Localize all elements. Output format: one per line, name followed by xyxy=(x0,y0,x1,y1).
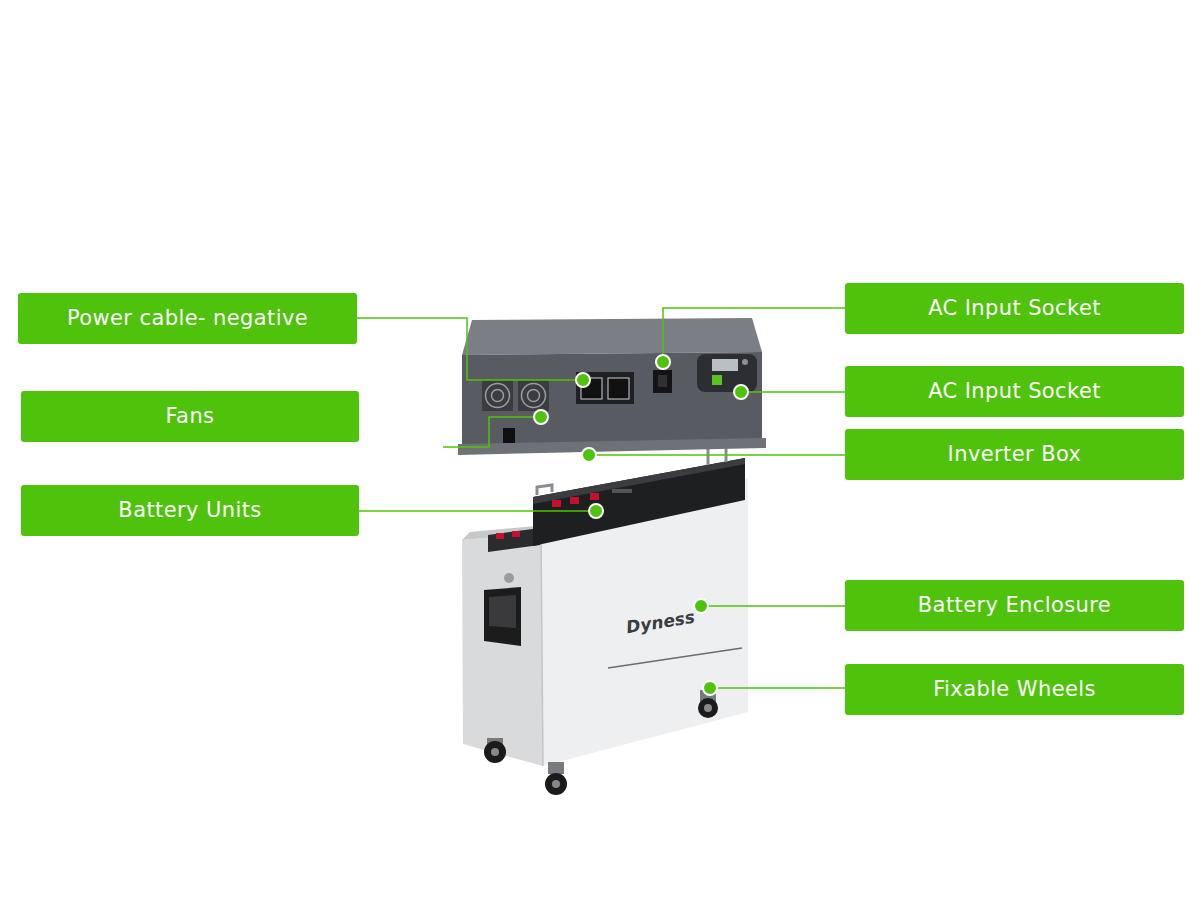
power-switch xyxy=(503,428,515,443)
leader-line xyxy=(357,318,583,380)
callout-box: Battery Enclosure xyxy=(845,580,1184,631)
leader-line xyxy=(589,454,845,456)
enclosure-handle xyxy=(484,587,521,646)
wheel xyxy=(698,698,718,718)
wheel-hub xyxy=(491,748,499,756)
socket-hole xyxy=(658,375,667,387)
leader-line xyxy=(710,687,845,689)
battery-terminal xyxy=(552,500,561,507)
leader-dot xyxy=(589,504,603,518)
battery-tray-top xyxy=(533,458,745,504)
inverter-box xyxy=(458,318,766,455)
leader-line xyxy=(359,510,596,512)
ac-socket xyxy=(608,378,629,399)
leader-line xyxy=(741,391,845,393)
display-panel xyxy=(697,354,757,392)
display-digits xyxy=(712,359,738,371)
leader-dot xyxy=(534,410,548,424)
ac-input-socket xyxy=(653,370,672,393)
callout-label: AC Input Socket xyxy=(928,379,1101,404)
fan-ring xyxy=(492,390,504,402)
fan-ring xyxy=(486,384,510,408)
leader-lines xyxy=(357,308,845,688)
inverter-front xyxy=(462,352,762,446)
callout-box: AC Input Socket xyxy=(845,283,1184,334)
leader-dot xyxy=(703,681,717,695)
enclosure-side xyxy=(462,533,543,766)
leader-line xyxy=(701,605,845,607)
callout-box: Battery Units xyxy=(21,485,359,536)
display-icon xyxy=(712,375,722,385)
inverter-top xyxy=(462,318,762,355)
callout-label: Fans xyxy=(166,404,215,429)
callout-label: AC Input Socket xyxy=(928,296,1101,321)
handle-recess xyxy=(489,595,516,628)
callout-box: Fans xyxy=(21,391,359,442)
enclosure-edge xyxy=(541,533,543,766)
wheel xyxy=(484,741,506,763)
wheel-hub xyxy=(552,780,560,788)
leader-dot xyxy=(582,448,596,462)
callout-label: Fixable Wheels xyxy=(933,677,1096,702)
display-button xyxy=(742,359,748,365)
callout-label: Battery Units xyxy=(118,498,261,523)
callout-label: Battery Enclosure xyxy=(918,593,1111,618)
leader-dot xyxy=(656,355,670,369)
fan-grill xyxy=(518,380,549,411)
callout-box: Inverter Box xyxy=(845,429,1184,480)
fan-ring xyxy=(528,390,540,402)
battery-tray xyxy=(533,458,745,546)
battery-terminal xyxy=(590,493,599,500)
wheel xyxy=(545,773,567,795)
leader-dot xyxy=(576,373,590,387)
fan-grill xyxy=(482,380,513,411)
wheel-hub xyxy=(704,704,712,712)
leader-dots xyxy=(534,355,748,695)
callout-label: Power cable- negative xyxy=(67,306,308,331)
ac-output-panel xyxy=(576,372,634,404)
fan-ring xyxy=(522,384,546,408)
battery-indicator xyxy=(612,489,632,493)
battery-terminal xyxy=(496,533,504,539)
battery-terminal xyxy=(512,531,520,537)
wheels xyxy=(484,690,718,795)
battery-handle xyxy=(537,485,552,495)
leader-dot xyxy=(694,599,708,613)
callout-box: AC Input Socket xyxy=(845,366,1184,417)
callout-box: Power cable- negative xyxy=(18,293,357,344)
wheel-bracket xyxy=(548,762,564,774)
enclosure-button xyxy=(504,573,514,583)
battery-terminal xyxy=(570,497,579,504)
callout-label: Inverter Box xyxy=(948,442,1082,467)
leader-dot xyxy=(734,385,748,399)
callout-box: Fixable Wheels xyxy=(845,664,1184,715)
logo-underline xyxy=(608,648,742,668)
leader-line xyxy=(663,308,845,362)
battery-tray-lower xyxy=(488,528,540,552)
leader-line xyxy=(443,417,541,447)
